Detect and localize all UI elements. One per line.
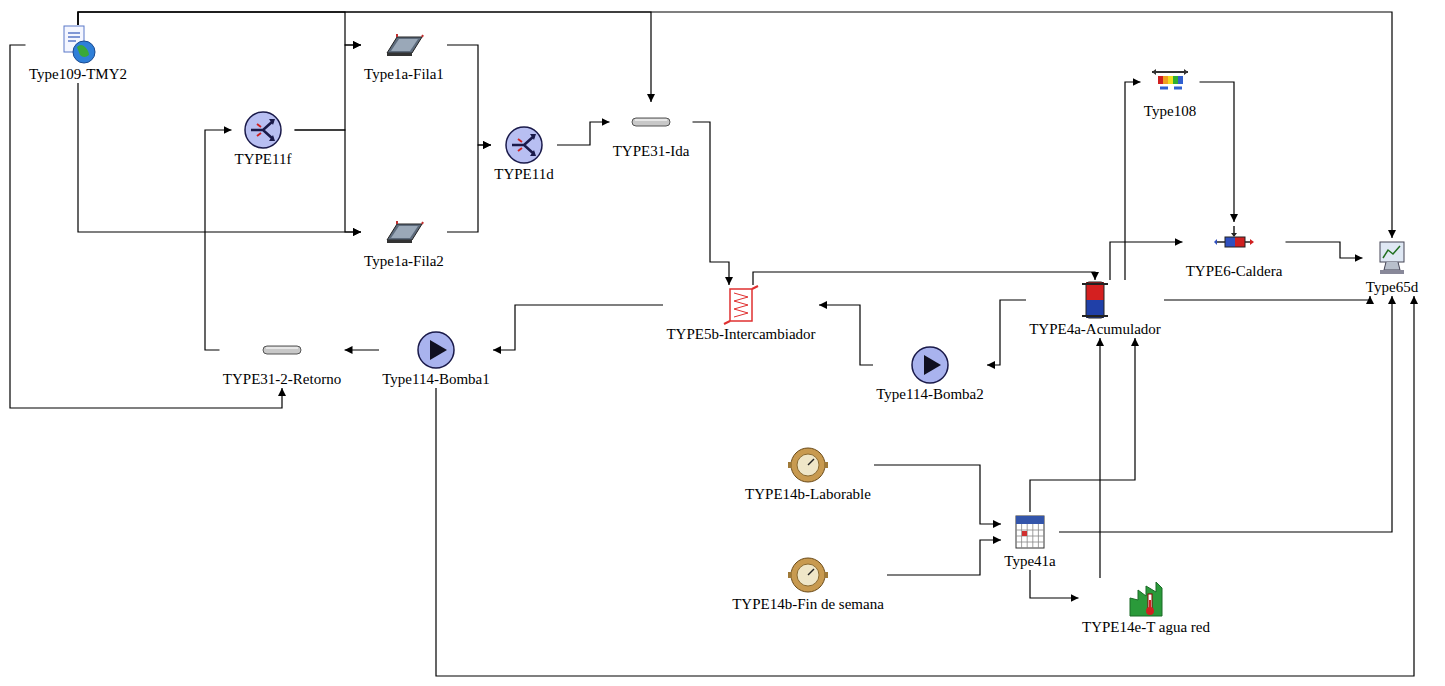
component-icon bbox=[910, 345, 950, 385]
component-label: Type65d bbox=[1365, 278, 1419, 296]
component-label: TYPE14e-T agua red bbox=[1081, 618, 1211, 636]
component-block: TYPE6-Caldera bbox=[1183, 222, 1286, 280]
connection-line bbox=[78, 12, 651, 102]
connection-line bbox=[295, 45, 362, 130]
connection-line bbox=[1164, 296, 1370, 300]
component-icon bbox=[1010, 512, 1050, 552]
component-icon bbox=[1075, 280, 1115, 320]
component-label: TYPE14b-Fin de semana bbox=[731, 595, 885, 613]
connection-line bbox=[345, 349, 380, 350]
connection-line bbox=[874, 465, 1001, 524]
connection-line bbox=[436, 296, 1414, 676]
component-icon bbox=[788, 555, 828, 595]
component-block: Type41a bbox=[1001, 512, 1059, 570]
connection-line bbox=[1286, 242, 1363, 258]
connection-line bbox=[78, 12, 361, 45]
component-block: Type114-Bomba2 bbox=[873, 345, 987, 403]
component-icon bbox=[788, 445, 828, 485]
component-icon bbox=[262, 330, 302, 370]
component-block: TYPE31-Ida bbox=[610, 102, 693, 160]
connection-line bbox=[819, 305, 873, 365]
component-label: Type1a-Fila1 bbox=[363, 65, 445, 83]
component-label: TYPE31-Ida bbox=[612, 142, 691, 160]
component-icon bbox=[58, 25, 98, 65]
component-block: TYPE5b-Intercambiador bbox=[663, 285, 819, 343]
connection-line bbox=[1099, 338, 1100, 578]
component-label: Type109-TMY2 bbox=[28, 65, 128, 83]
component-block: Type1a-Fila1 bbox=[361, 25, 447, 83]
connection-line bbox=[987, 300, 1026, 365]
connection-line bbox=[887, 540, 1001, 575]
component-label: TYPE11f bbox=[234, 150, 293, 168]
component-block: TYPE14e-T agua red bbox=[1079, 578, 1214, 636]
connection-line bbox=[1200, 82, 1235, 222]
component-label: Type41a bbox=[1003, 552, 1056, 570]
component-icon bbox=[1126, 578, 1166, 618]
component-icon bbox=[1372, 238, 1412, 278]
component-label: Type114-Bomba2 bbox=[875, 385, 985, 403]
component-block: TYPE14b-Fin de semana bbox=[729, 555, 887, 613]
connection-line bbox=[205, 130, 232, 350]
connection-line bbox=[693, 122, 730, 285]
connection-line bbox=[557, 122, 610, 145]
component-label: TYPE6-Caldera bbox=[1185, 262, 1284, 280]
component-block: Type114-Bomba1 bbox=[379, 330, 493, 388]
connection-line bbox=[78, 12, 1392, 238]
component-label: TYPE5b-Intercambiador bbox=[665, 325, 816, 343]
connection-line bbox=[1110, 242, 1183, 280]
connection-line bbox=[78, 83, 361, 232]
component-icon bbox=[384, 212, 424, 252]
component-label: Type108 bbox=[1143, 102, 1197, 120]
component-label: TYPE11d bbox=[493, 165, 554, 183]
component-icon bbox=[1150, 62, 1190, 102]
component-icon bbox=[243, 110, 283, 150]
component-block: Type108 bbox=[1141, 62, 1200, 120]
connection-line bbox=[447, 45, 491, 145]
component-block: TYPE14b-Laborable bbox=[742, 445, 874, 503]
connection-line bbox=[493, 305, 663, 350]
component-block: TYPE31-2-Retorno bbox=[220, 330, 345, 388]
component-icon bbox=[416, 330, 456, 370]
connection-line bbox=[1030, 570, 1079, 598]
component-block: Type1a-Fila2 bbox=[361, 212, 447, 270]
connection-line bbox=[447, 145, 491, 232]
connection-line bbox=[753, 272, 1095, 285]
component-label: TYPE14b-Laborable bbox=[744, 485, 872, 503]
component-icon bbox=[504, 125, 544, 165]
component-icon bbox=[1214, 222, 1254, 262]
component-block: Type109-TMY2 bbox=[26, 25, 131, 83]
component-label: Type114-Bomba1 bbox=[381, 370, 491, 388]
connection-line bbox=[295, 130, 362, 232]
component-block: TYPE4a-Acumulador bbox=[1026, 280, 1164, 338]
component-icon bbox=[384, 25, 424, 65]
component-label: TYPE31-2-Retorno bbox=[222, 370, 342, 388]
component-icon bbox=[631, 102, 671, 142]
component-label: Type1a-Fila2 bbox=[363, 252, 445, 270]
component-block: Type65d bbox=[1363, 238, 1422, 296]
component-block: TYPE11f bbox=[232, 110, 295, 168]
component-block: TYPE11d bbox=[491, 125, 557, 183]
component-label: TYPE4a-Acumulador bbox=[1028, 320, 1162, 338]
connection-line bbox=[1030, 338, 1135, 512]
connection-line bbox=[10, 45, 282, 408]
connection-line bbox=[1125, 82, 1141, 280]
component-icon bbox=[721, 285, 761, 325]
